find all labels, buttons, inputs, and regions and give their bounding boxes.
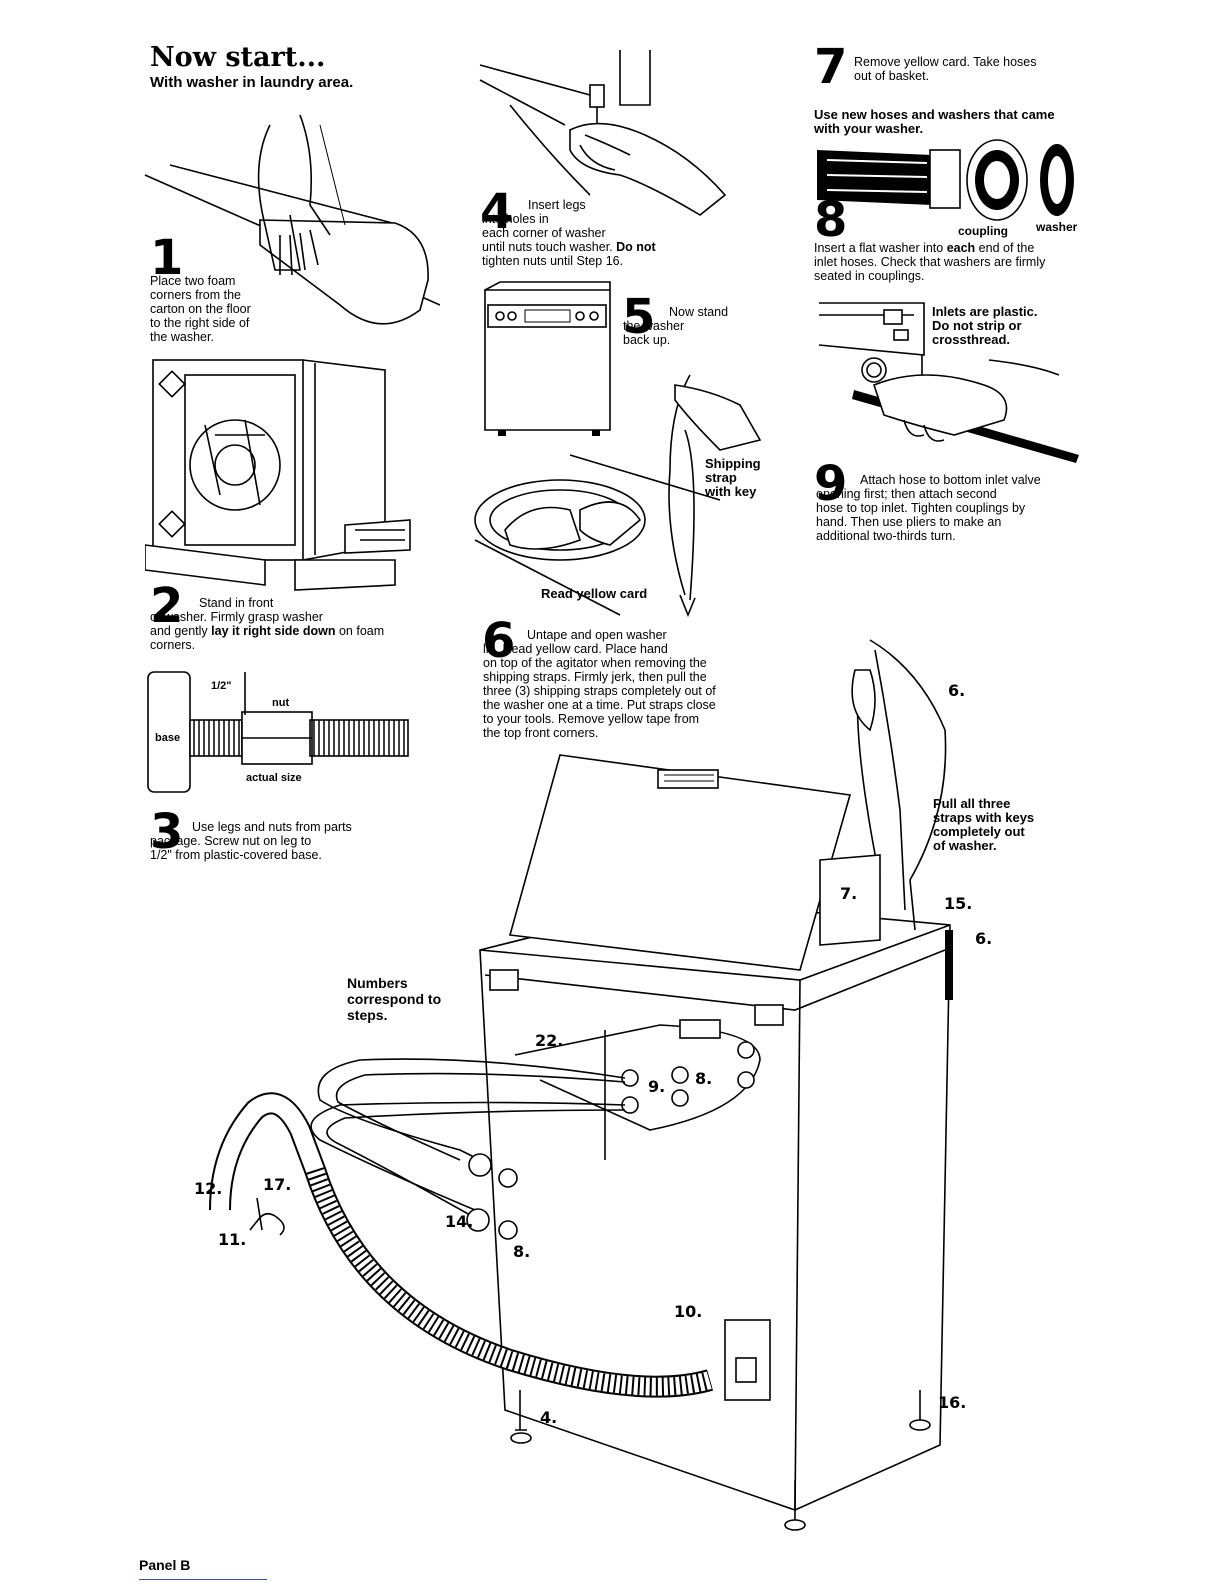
step-5-text: Now stand the washer back up. [623,305,729,347]
inlet-attach-illustration [818,302,1079,463]
step-6-text: Untape and open washer lid. Read yellow … [483,628,716,740]
step-7-note: Use new hoses and washers that came with… [814,107,1055,136]
step-8-text: Insert a flat washer into each end of th… [814,241,1046,283]
step-9-number: 9 [814,456,848,512]
step-1-text: Place two foam corners from the carton o… [150,274,251,344]
step5-illustration [484,281,611,436]
step-1-number: 1 [150,230,184,286]
numbers-correspond-label: Numbers correspond to steps. [347,975,442,1023]
step-3-text: Use legs and nuts from parts package. Sc… [150,820,352,862]
step2-illustration [145,359,411,591]
step-2-number: 2 [150,578,184,634]
coupling-label: coupling [958,224,1008,238]
washer-assembly-illustration [209,639,953,1531]
inlets-warning-label: Inlets are plastic. Do not strip or cros… [932,304,1038,347]
callout-8-valve: 8. [695,1069,713,1088]
callout-7: 7. [840,884,858,903]
callout-22: 22. [535,1031,564,1050]
step1-illustration [144,114,440,325]
callout-14: 14. [445,1212,474,1231]
step-3-number: 3 [150,804,184,860]
callout-6-side: 6. [975,929,993,948]
footer-rule [139,1579,267,1580]
page-title: Now start... [150,42,326,73]
step-8-marker [842,226,850,234]
callout-11: 11. [218,1230,247,1249]
step-9-text: Attach hose to bottom inlet valve openin… [816,473,1041,543]
actual-size-label: actual size [246,772,302,784]
step-7-marker [842,72,850,80]
callout-12: 12. [194,1179,223,1198]
page-subtitle: With washer in laundry area. [150,74,354,91]
callout-4: 4. [540,1408,558,1427]
nut-label: nut [272,697,290,709]
callout-8-hose: 8. [513,1242,531,1261]
callout-15: 15. [944,894,973,913]
step-5-number: 5 [622,289,656,345]
callout-10: 10. [674,1302,703,1321]
step-4-number: 4 [480,184,514,240]
callout-9: 9. [648,1077,666,1096]
half-inch-label: 1/2" [211,680,232,692]
step-7-text: Remove yellow card. Take hoses out of ba… [854,55,1037,83]
step-1-marker [183,263,191,271]
read-yellow-card-label: Read yellow card [541,586,648,601]
step6-illustration [474,374,762,618]
callout-6-top: 6. [948,681,966,700]
step-6-number: 6 [482,613,516,669]
shipping-strap-label: Shipping strap with key [705,456,761,499]
step-8-number: 8 [814,192,848,248]
step-7-number: 7 [814,39,848,95]
step4-illustration [479,50,727,216]
pull-straps-label: Pull all three straps with keys complete… [933,796,1035,853]
callout-17: 17. [263,1175,292,1194]
step-2-text: Stand in front of washer. Firmly grasp w… [150,596,385,652]
hose-coupling-illustration [817,139,1074,221]
base-label: base [155,732,181,744]
washer-label: washer [1036,220,1078,234]
leg-nut-diagram [147,671,409,793]
panel-label: Panel B [139,1557,191,1573]
callout-16: 16. [938,1393,967,1412]
step-4-text: Insert legs into holes in each corner of… [482,198,656,268]
